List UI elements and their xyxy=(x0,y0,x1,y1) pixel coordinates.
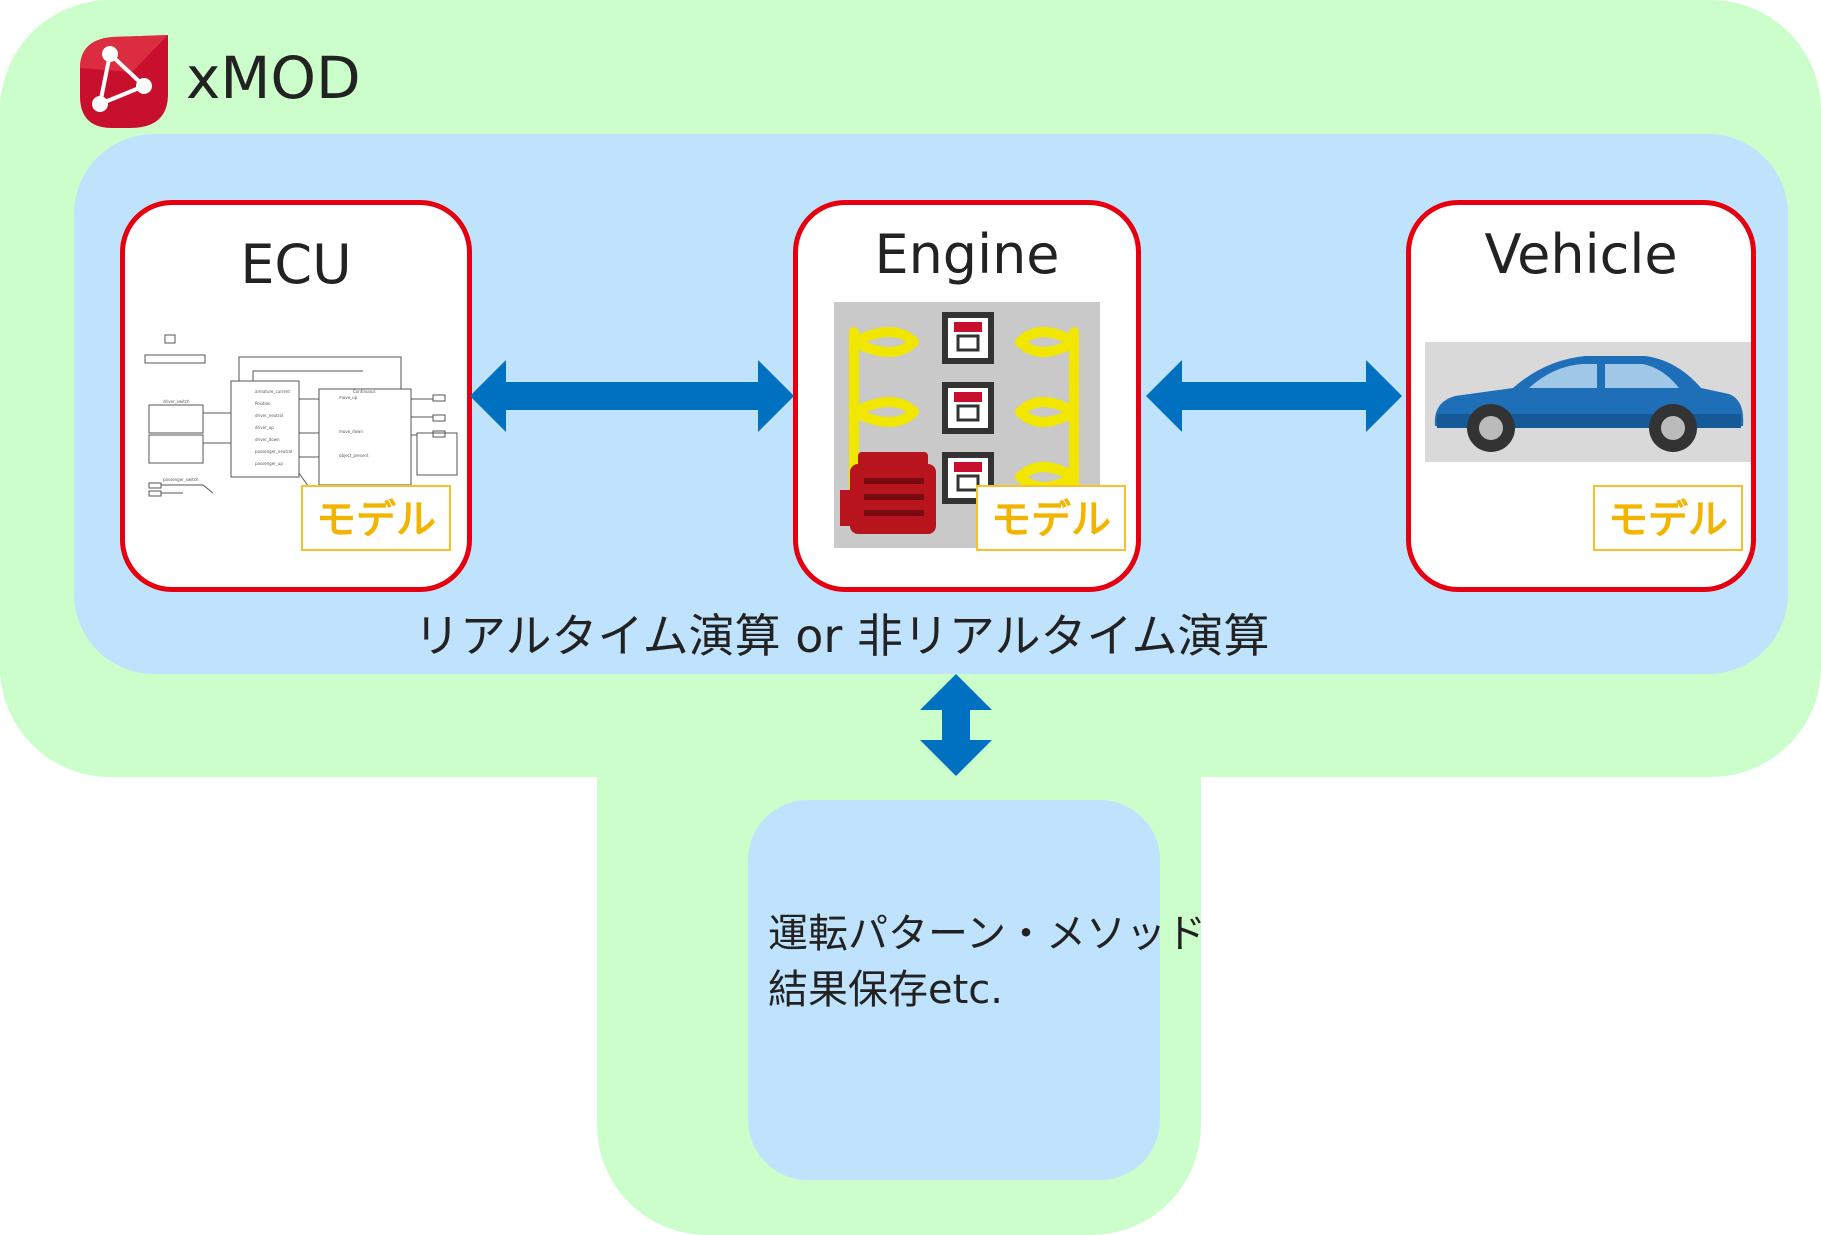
svg-text:driver_up: driver_up xyxy=(255,425,274,430)
ecu-model-label: モデル xyxy=(301,485,451,551)
vertical-arrow xyxy=(920,674,992,776)
vehicle-model-label: モデル xyxy=(1593,485,1743,551)
engine-title: Engine xyxy=(874,223,1060,286)
svg-text:Continuous: Continuous xyxy=(353,389,376,394)
svg-text:passenger_switch: passenger_switch xyxy=(163,477,199,482)
logo-text: xMOD xyxy=(186,44,361,112)
bottom-line-2: 結果保存etc. xyxy=(768,967,1003,1013)
engine-model-label: モデル xyxy=(976,485,1126,551)
engine-card: Engine xyxy=(793,200,1141,592)
vehicle-card: Vehicle モデル xyxy=(1406,200,1756,592)
svg-text:move_down: move_down xyxy=(339,429,363,434)
engine-vehicle-arrow xyxy=(1146,360,1402,432)
svg-text:Position: Position xyxy=(255,401,271,406)
svg-text:driver_neutral: driver_neutral xyxy=(255,413,283,418)
ecu-card: ECU xyxy=(120,200,472,592)
bottom-line-1: 運転パターン・メソッド xyxy=(768,911,1206,957)
svg-text:passenger_up: passenger_up xyxy=(255,461,283,466)
ecu-engine-arrow xyxy=(470,360,794,432)
xmod-logo-icon xyxy=(80,35,168,128)
svg-text:move_up: move_up xyxy=(339,395,358,400)
svg-text:driver_switch: driver_switch xyxy=(163,399,190,404)
computation-mode-text: リアルタイム演算 or 非リアルタイム演算 xyxy=(414,609,1270,663)
ecu-title: ECU xyxy=(240,233,352,296)
test-automation-box xyxy=(748,800,1160,1180)
svg-text:armature_current: armature_current xyxy=(255,389,290,394)
car-icon xyxy=(1425,342,1751,462)
bottom-box-text: 運転パターン・メソッド 結果保存etc. xyxy=(768,906,1206,1018)
svg-text:object_present: object_present xyxy=(339,453,369,458)
svg-text:driver_down: driver_down xyxy=(255,437,280,442)
vehicle-title: Vehicle xyxy=(1484,223,1678,286)
svg-text:passenger_neutral: passenger_neutral xyxy=(255,449,292,454)
